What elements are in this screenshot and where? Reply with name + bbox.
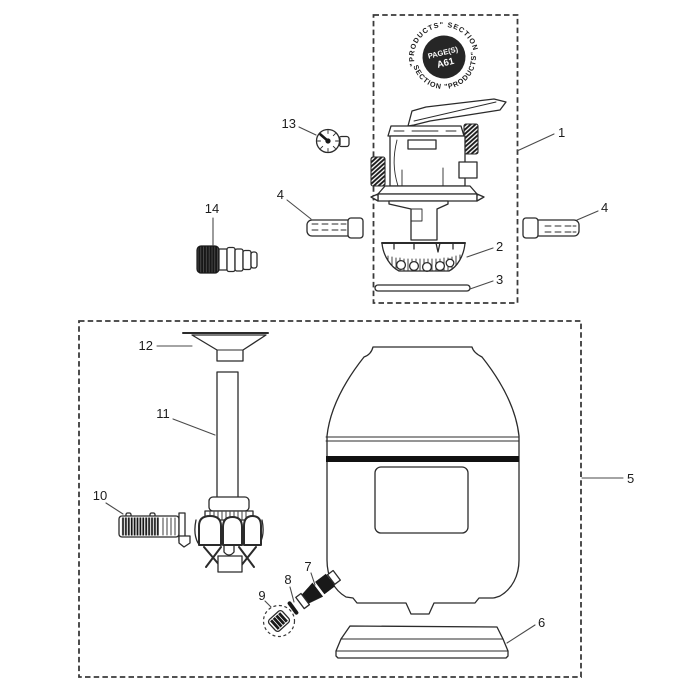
adapter-knurled-nut (196, 245, 220, 274)
drain-cap (262, 604, 296, 638)
callout-label: 9 (258, 588, 265, 603)
valve-pipe-stub (388, 200, 449, 241)
tank-shell (326, 346, 520, 615)
hub-collar (208, 496, 250, 512)
valve-right-port (463, 123, 479, 155)
callout-label: 14 (205, 201, 219, 216)
filter-tank (325, 346, 520, 615)
folded-lateral (222, 516, 243, 546)
callout-9: 9 (258, 588, 272, 608)
tank-clamp-band (326, 456, 519, 462)
lateral-hub-assembly (194, 496, 264, 573)
pressure-gauge (315, 128, 350, 154)
callout-4-left: 4 (277, 187, 312, 220)
diffuser-basket (381, 242, 466, 273)
callout-5: 5 (581, 471, 634, 486)
tank-assembly-boundary-box (78, 320, 582, 678)
callout-label: 3 (496, 272, 503, 287)
multiport-valve (370, 98, 507, 241)
callout-12: 12 (139, 338, 193, 353)
stamp-circle (422, 35, 466, 79)
products-section-stamp: "PRODUCTS" SECTION SECTION "PRODUCTS" PA… (399, 12, 485, 98)
callout-label: 13 (282, 116, 296, 131)
hub-outlet-stub (217, 555, 243, 573)
callout-label: 2 (496, 239, 503, 254)
hose-adapter (196, 245, 258, 274)
valve-flange (377, 185, 478, 195)
callout-label: 4 (277, 187, 284, 202)
callout-10: 10 (93, 488, 124, 515)
flange-gasket (374, 284, 471, 292)
drain-gasket (287, 601, 299, 615)
standpipe (216, 371, 239, 499)
callout-1: 1 (516, 125, 565, 152)
callout-13: 13 (282, 116, 317, 136)
sand-funnel (182, 332, 269, 362)
tank-base (335, 625, 509, 659)
callout-2: 2 (466, 239, 503, 258)
callout-8: 8 (284, 572, 295, 603)
callout-7: 7 (304, 559, 316, 586)
valve-waste-port (458, 161, 478, 179)
callout-11: 11 (156, 406, 216, 436)
callout-4-right: 4 (576, 200, 608, 221)
lateral (118, 512, 191, 548)
union-fitting-right (522, 217, 580, 239)
valve-body-slot (407, 139, 437, 150)
stamp-page-number: A61 (436, 56, 456, 71)
folded-lateral (243, 515, 262, 546)
callout-label: 10 (93, 488, 107, 503)
callout-label: 4 (601, 200, 608, 215)
callout-14: 14 (205, 201, 219, 246)
union-fitting-left (306, 217, 364, 239)
callout-label: 5 (627, 471, 634, 486)
valve-assembly-boundary-box (372, 14, 519, 304)
valve-left-port (370, 156, 386, 187)
folded-lateral (198, 515, 222, 546)
callout-label: 1 (558, 125, 565, 140)
callout-label: 7 (304, 559, 311, 574)
tank-label-panel (374, 466, 469, 534)
callout-label: 12 (139, 338, 153, 353)
callout-6: 6 (506, 615, 545, 644)
callout-label: 6 (538, 615, 545, 630)
callout-3: 3 (469, 272, 503, 290)
callout-label: 11 (156, 406, 170, 421)
drain-cap-callout-circle (262, 604, 296, 638)
callout-label: 8 (284, 572, 291, 587)
drain-plug-assembly (295, 569, 341, 610)
